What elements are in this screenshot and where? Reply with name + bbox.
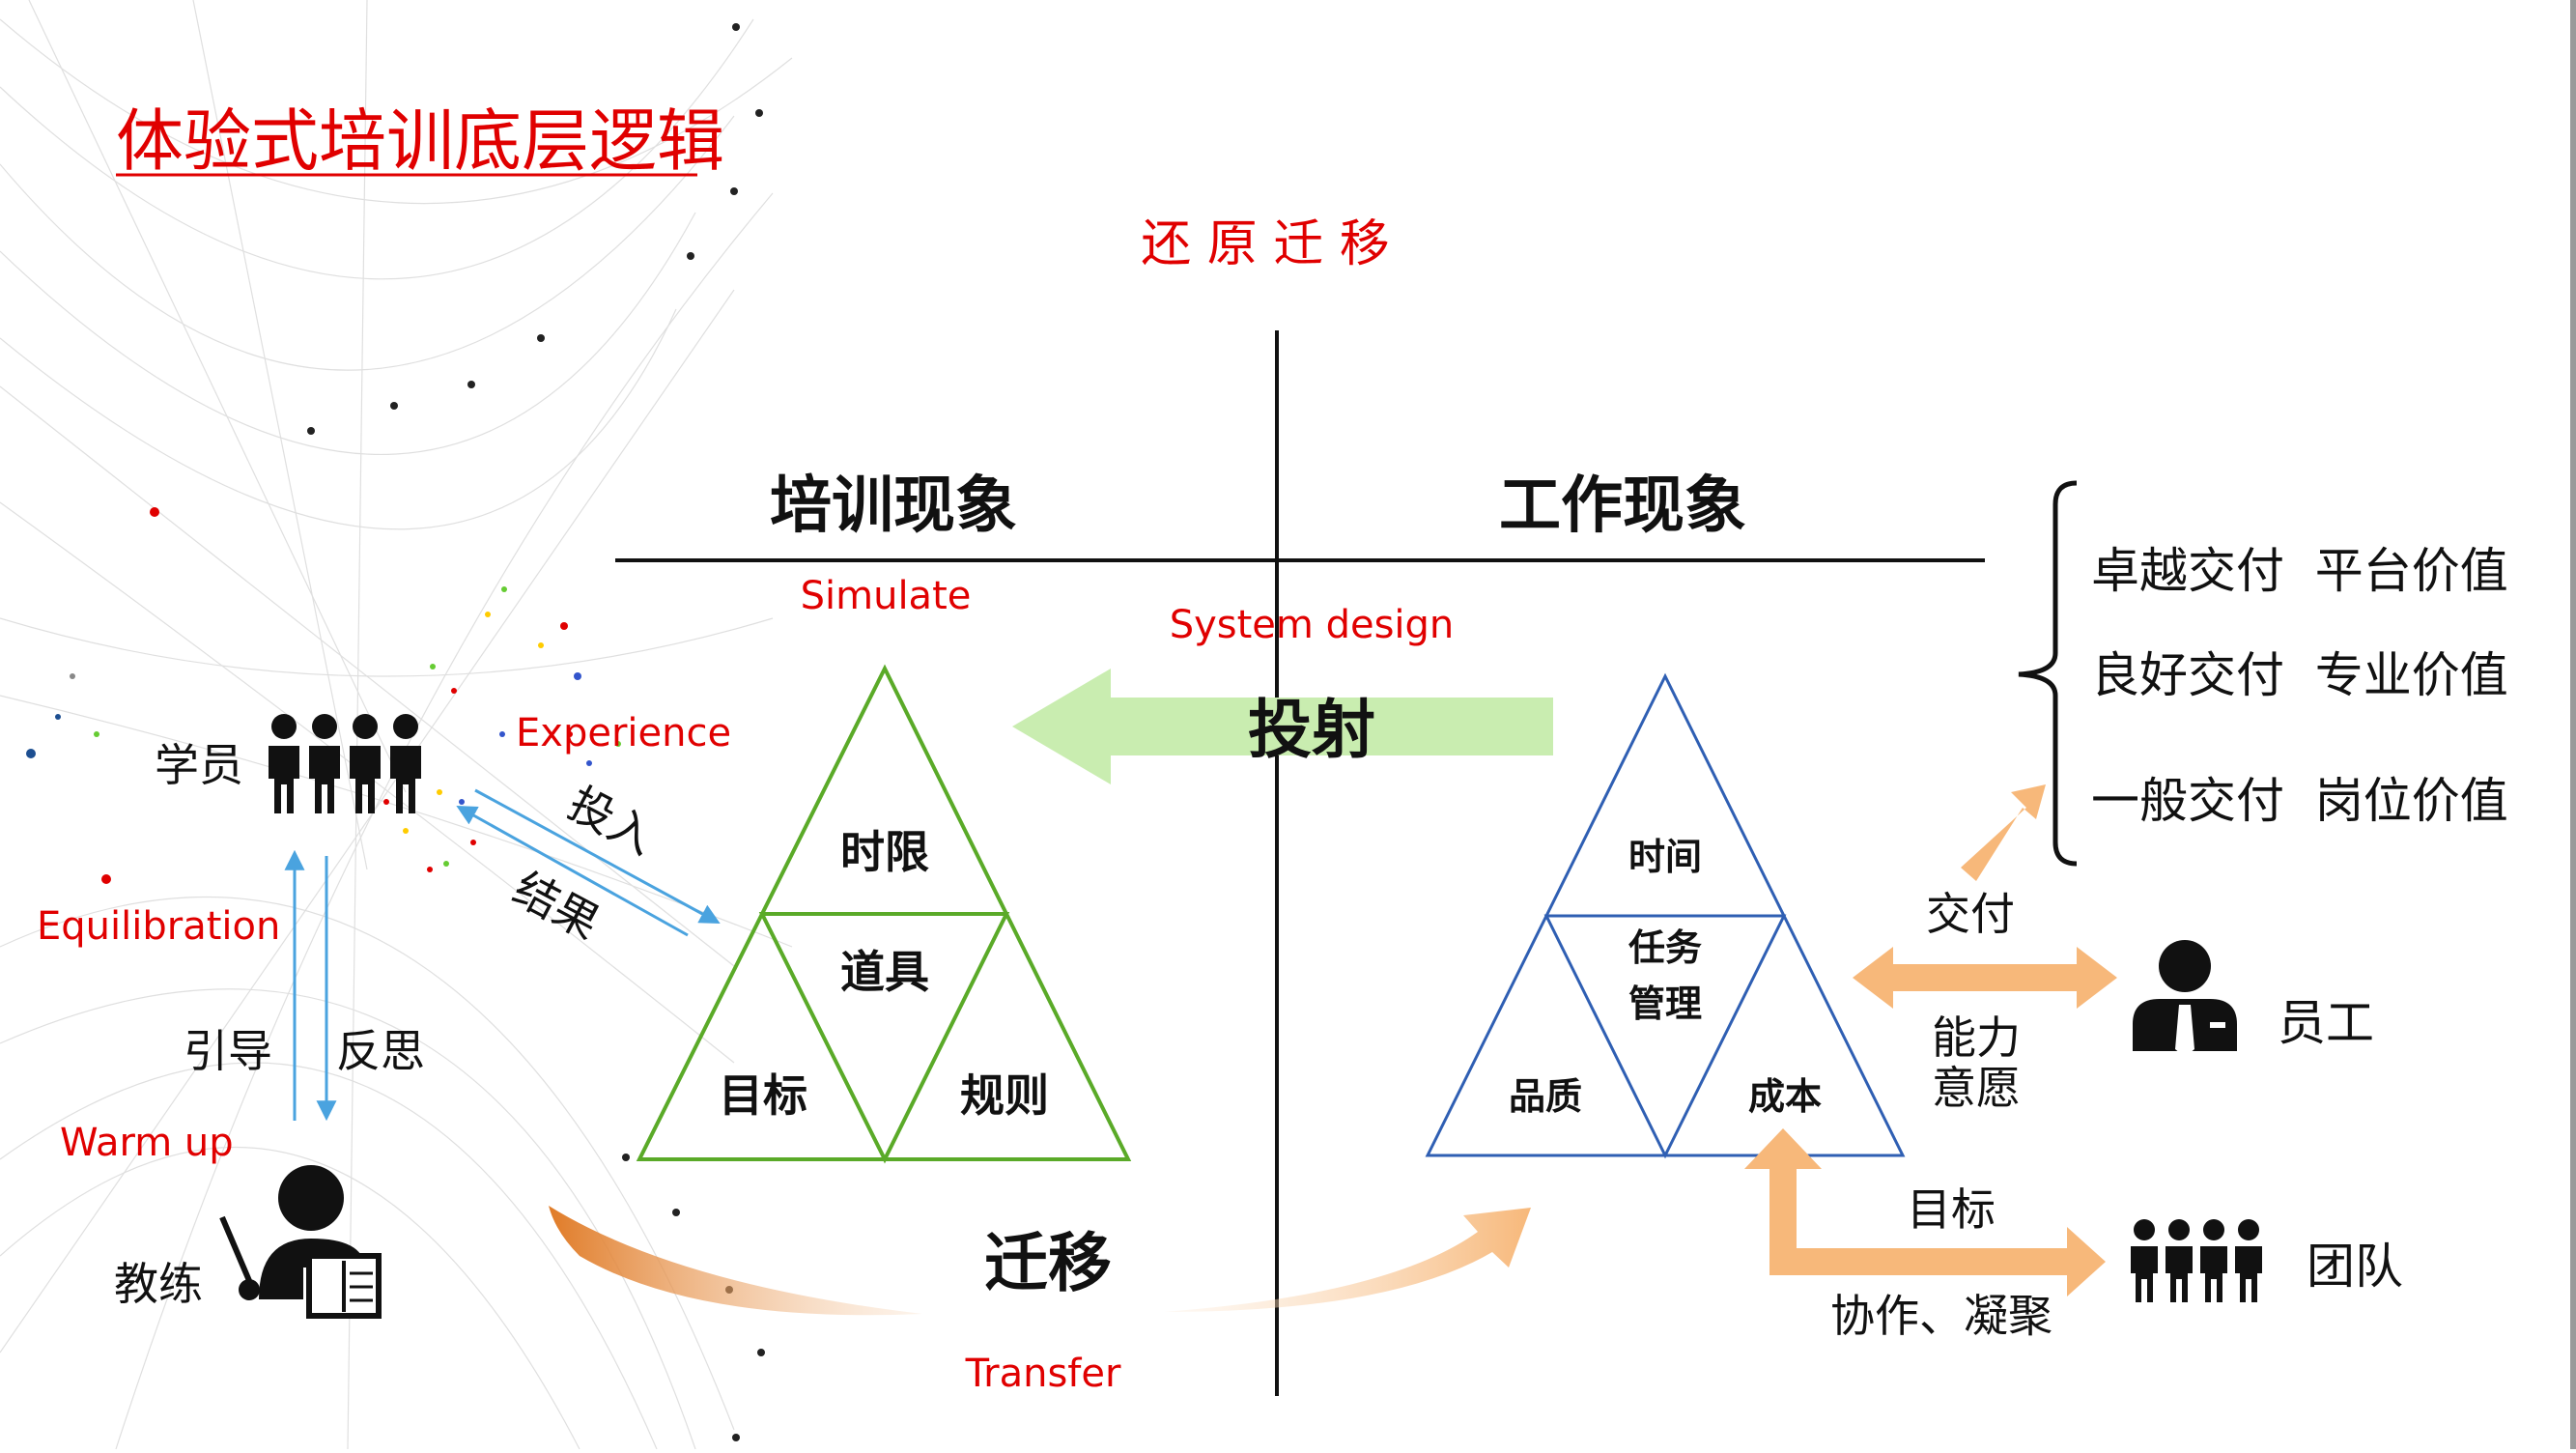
label-transfer-cn: 迁移 bbox=[984, 1226, 1112, 1300]
label-coach: 教练 bbox=[114, 1258, 203, 1310]
slide-right-edge bbox=[2570, 0, 2576, 1449]
label-invest: 投入 bbox=[560, 777, 664, 865]
background-dots bbox=[26, 23, 765, 1441]
label-team: 团队 bbox=[2307, 1239, 2403, 1295]
student-group-icon bbox=[269, 714, 421, 813]
work-center-label-1: 任务 bbox=[1628, 926, 1702, 969]
projection-arrow bbox=[1012, 669, 1553, 784]
deliver-double-arrow bbox=[1853, 947, 2117, 1009]
label-deliver: 交付 bbox=[1926, 888, 2015, 940]
label-employee: 员工 bbox=[2278, 995, 2374, 1051]
work-right-label: 成本 bbox=[1748, 1075, 1822, 1118]
training-center-label: 道具 bbox=[840, 946, 929, 998]
training-left-label: 目标 bbox=[719, 1069, 807, 1122]
label-system-design: System design bbox=[1170, 603, 1455, 647]
invest-arrow bbox=[474, 788, 721, 925]
header-training: 培训现象 bbox=[770, 470, 1017, 542]
work-top-label: 时间 bbox=[1628, 836, 1702, 878]
team-icon bbox=[2131, 1219, 2262, 1302]
employee-icon bbox=[2133, 940, 2237, 1057]
result-arrow bbox=[456, 805, 689, 937]
delivery-item-excellent: 卓越交付 平台价值 bbox=[2091, 543, 2508, 599]
work-triangle bbox=[1425, 672, 1906, 1159]
label-equilibration: Equilibration bbox=[37, 904, 280, 949]
header-work: 工作现象 bbox=[1499, 470, 1746, 542]
label-student: 学员 bbox=[155, 739, 243, 791]
delivery-item-good: 良好交付 专业价值 bbox=[2091, 647, 2508, 703]
work-center-label-2: 管理 bbox=[1628, 983, 1702, 1025]
work-left-label: 品质 bbox=[1509, 1075, 1582, 1118]
transfer-arc-left bbox=[549, 1206, 922, 1316]
label-reflect: 反思 bbox=[336, 1025, 425, 1077]
label-cooperate: 协作、凝聚 bbox=[1830, 1290, 2052, 1342]
label-guide: 引导 bbox=[184, 1025, 272, 1077]
label-willingness: 意愿 bbox=[1932, 1062, 2021, 1114]
goal-l-arrow-body bbox=[1744, 1128, 2106, 1296]
delivery-brace bbox=[2018, 480, 2078, 867]
training-triangle bbox=[636, 664, 1132, 1164]
training-right-label: 规则 bbox=[960, 1069, 1049, 1122]
label-projection: 投射 bbox=[1248, 693, 1375, 767]
deliver-up-arrow bbox=[1961, 784, 2046, 881]
label-goal: 目标 bbox=[1907, 1183, 1996, 1236]
page-title: 体验式培训底层逻辑 bbox=[116, 101, 724, 181]
label-experience: Experience bbox=[516, 711, 731, 755]
subtitle: 还 原 迁 移 bbox=[1141, 215, 1390, 273]
training-top-label: 时限 bbox=[840, 826, 929, 878]
label-ability: 能力 bbox=[1932, 1011, 2021, 1064]
label-transfer-en: Transfer bbox=[965, 1352, 1121, 1396]
transfer-arc-right bbox=[1164, 1208, 1531, 1312]
label-simulate: Simulate bbox=[801, 574, 972, 618]
label-warm-up: Warm up bbox=[60, 1121, 234, 1165]
delivery-item-general: 一般交付 岗位价值 bbox=[2091, 773, 2508, 829]
label-result: 结果 bbox=[505, 862, 609, 950]
coach-icon bbox=[219, 1165, 382, 1319]
